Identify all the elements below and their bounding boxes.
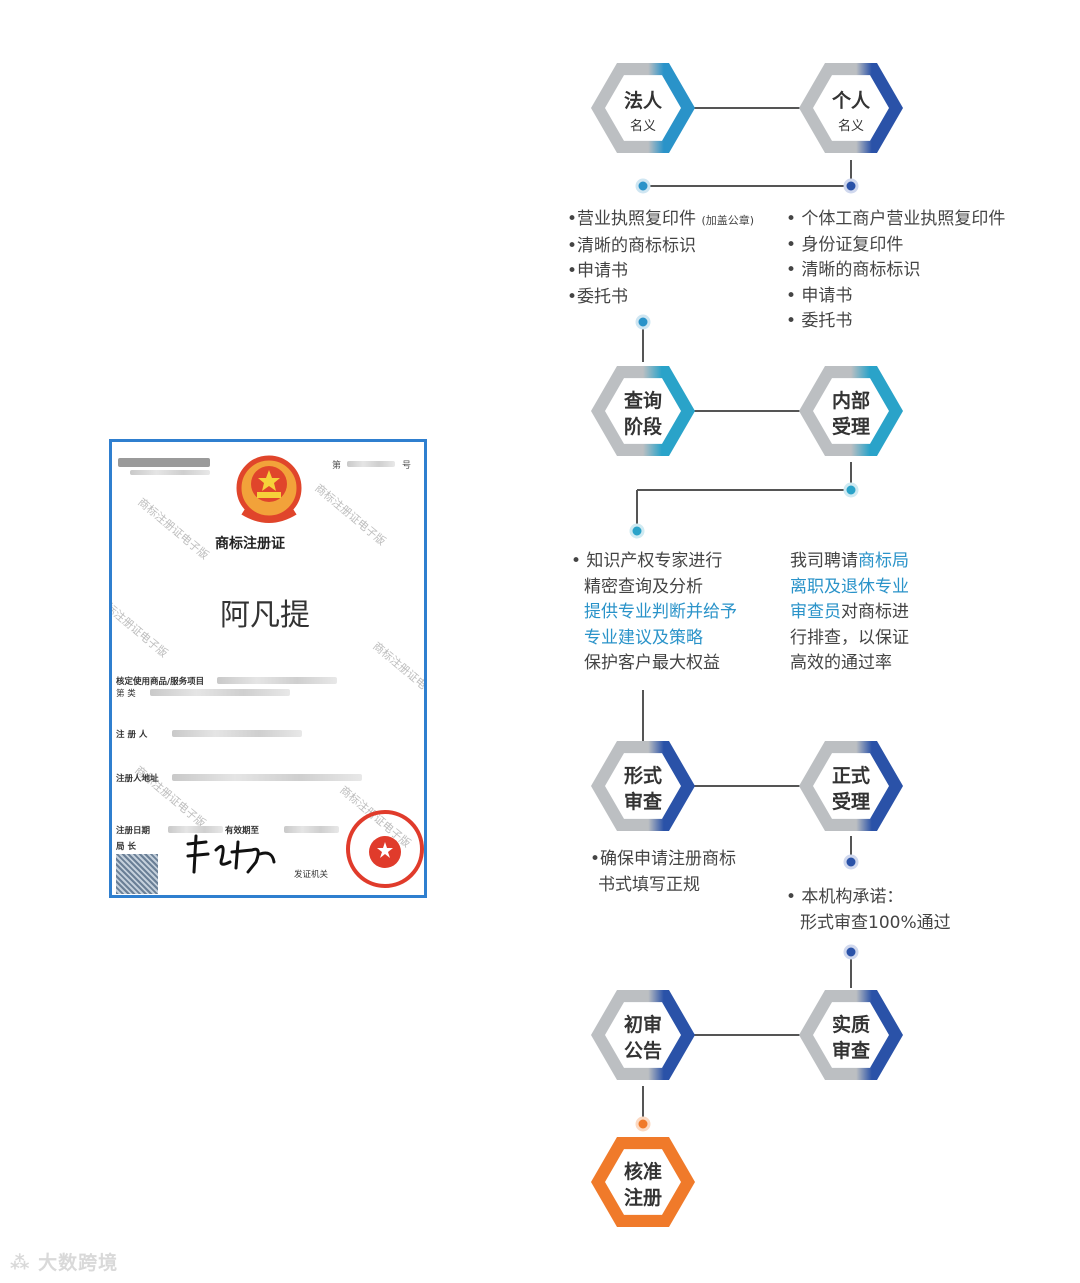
dot-icon [629,523,645,539]
node-label-line1: 个人 [831,90,871,112]
hexagon-inner [813,75,889,141]
query-desc-line: 保护客户最大权益 [584,653,720,673]
hexagon-inner [605,378,681,444]
node-label-line2: 名义 [838,118,864,134]
internal-desc-text: 对商标进 [841,602,909,622]
promise-description: • 本机构承诺： 形式审查100%通过 [786,885,951,936]
cert-issuer-label: 发证机关 [294,870,329,880]
internal-acceptance-description: 我司聘请商标局 离职及退休专业 审查员对商标进 行排查，以保证 高效的通过率 [790,549,909,677]
node-label-line2: 受理 [832,790,870,813]
legal-item: •委托书 [567,286,629,307]
cert-director-label: 局 长 [116,842,136,852]
internal-desc-highlight: 离职及退休专业 [790,576,909,597]
node-label-line1: 核准 [624,1160,662,1183]
query-desc-line: • 知识产权专家进行 [571,551,723,571]
legal-item-note: (加盖公章) [701,214,755,227]
node-label-line1: 查询 [623,389,662,412]
formal-review-line: 书式填写正规 [598,874,700,895]
node-label-line1: 初审 [624,1013,662,1036]
personal-requirements-list: • 个体工商户营业执照复印件 • 身份证复印件 • 清晰的商标标识 • 申请书 … [786,207,1005,335]
cert-registrant-label: 注 册 人 [116,730,148,740]
dot-icon [843,178,859,194]
cert-number-prefix: 第 [332,461,342,471]
cert-goods-label: 核定使用商品/服务项目 [116,677,205,687]
hexagon-inner [605,753,681,819]
signature-icon [186,834,276,874]
cert-class-label: 第 类 [116,689,136,699]
node-label-line2: 审查 [624,790,663,813]
national-emblem-icon [236,455,302,523]
node-label-line1: 实质 [832,1013,870,1036]
watermark-logo-text: 大数跨境 [38,1252,119,1274]
node-label-line2: 公告 [624,1039,662,1062]
hexagon-inner [605,75,681,141]
legal-item: •申请书 [567,261,629,281]
node-label-line1: 法人 [624,89,663,112]
query-desc-line: 精密查询及分析 [584,576,703,597]
personal-item: • 清晰的商标标识 [786,260,921,280]
internal-desc-text: 行排查，以保证 [790,627,909,648]
cert-reg-date-label: 注册日期 [116,826,151,836]
node-label-line2: 阶段 [624,415,663,438]
watermark-logo: ⁂ 大数跨境 [10,1252,119,1274]
legal-item: •清晰的商标标识 [567,235,697,256]
node-label-line1: 形式 [624,764,662,787]
personal-item: • 委托书 [786,311,853,331]
internal-desc-text: 我司聘请 [790,551,858,571]
cert-brand-name: 阿凡提 [220,598,310,633]
node-label-line2: 受理 [832,415,870,438]
dot-icon [635,1116,651,1132]
trademark-certificate: 第 号 商标注册证 阿凡提 商标注册证电子版 商标注册证电子版 商标注册证电子版… [109,439,427,898]
dot-icon [843,944,859,960]
promise-line: 形式审查100%通过 [800,912,951,933]
promise-line: • 本机构承诺： [786,887,904,907]
internal-desc-text: 高效的通过率 [790,653,892,673]
internal-desc-highlight: 商标局 [858,551,909,571]
node-label-line1: 正式 [832,764,870,787]
legal-requirements-list: •营业执照复印件 (加盖公章) •清晰的商标标识 •申请书 •委托书 [567,207,754,310]
hexagon-inner [605,1149,681,1215]
cert-valid-label: 有效期至 [225,826,260,836]
qr-code-icon [116,854,158,894]
query-stage-description: • 知识产权专家进行 精密查询及分析 提供专业判断并给予 专业建议及策略 保护客… [571,549,737,677]
cert-title: 商标注册证 [215,536,285,552]
personal-item: • 个体工商户营业执照复印件 [786,209,1006,229]
official-seal-icon [346,810,424,888]
connector-dots [629,178,859,1132]
hexagon-inner [813,1002,889,1068]
node-formal-review: 形式审查 [591,741,695,831]
legal-item: •营业执照复印件 [567,209,697,229]
node-label-line2: 注册 [624,1186,662,1209]
cert-address-label: 注册人地址 [116,774,159,784]
formal-review-line: •确保申请注册商标 [590,849,737,869]
dot-icon [843,482,859,498]
node-label-line2: 名义 [630,118,656,134]
dot-icon [843,854,859,870]
query-desc-highlight: 提供专业判断并给予 [584,602,737,622]
personal-item: • 身份证复印件 [786,234,904,255]
query-desc-highlight: 专业建议及策略 [584,627,703,648]
internal-desc-highlight: 审查员 [790,602,841,622]
hexagon-inner [813,753,889,819]
cert-number-suffix: 号 [402,461,412,471]
dot-icon [635,314,651,330]
dot-icon [635,178,651,194]
formal-review-description: •确保申请注册商标 书式填写正规 [590,847,736,898]
hexagon-inner [813,378,889,444]
hexagon-inner [605,1002,681,1068]
node-label-line2: 审查 [832,1039,871,1062]
node-label-line1: 内部 [832,389,870,412]
personal-item: • 申请书 [786,285,853,306]
